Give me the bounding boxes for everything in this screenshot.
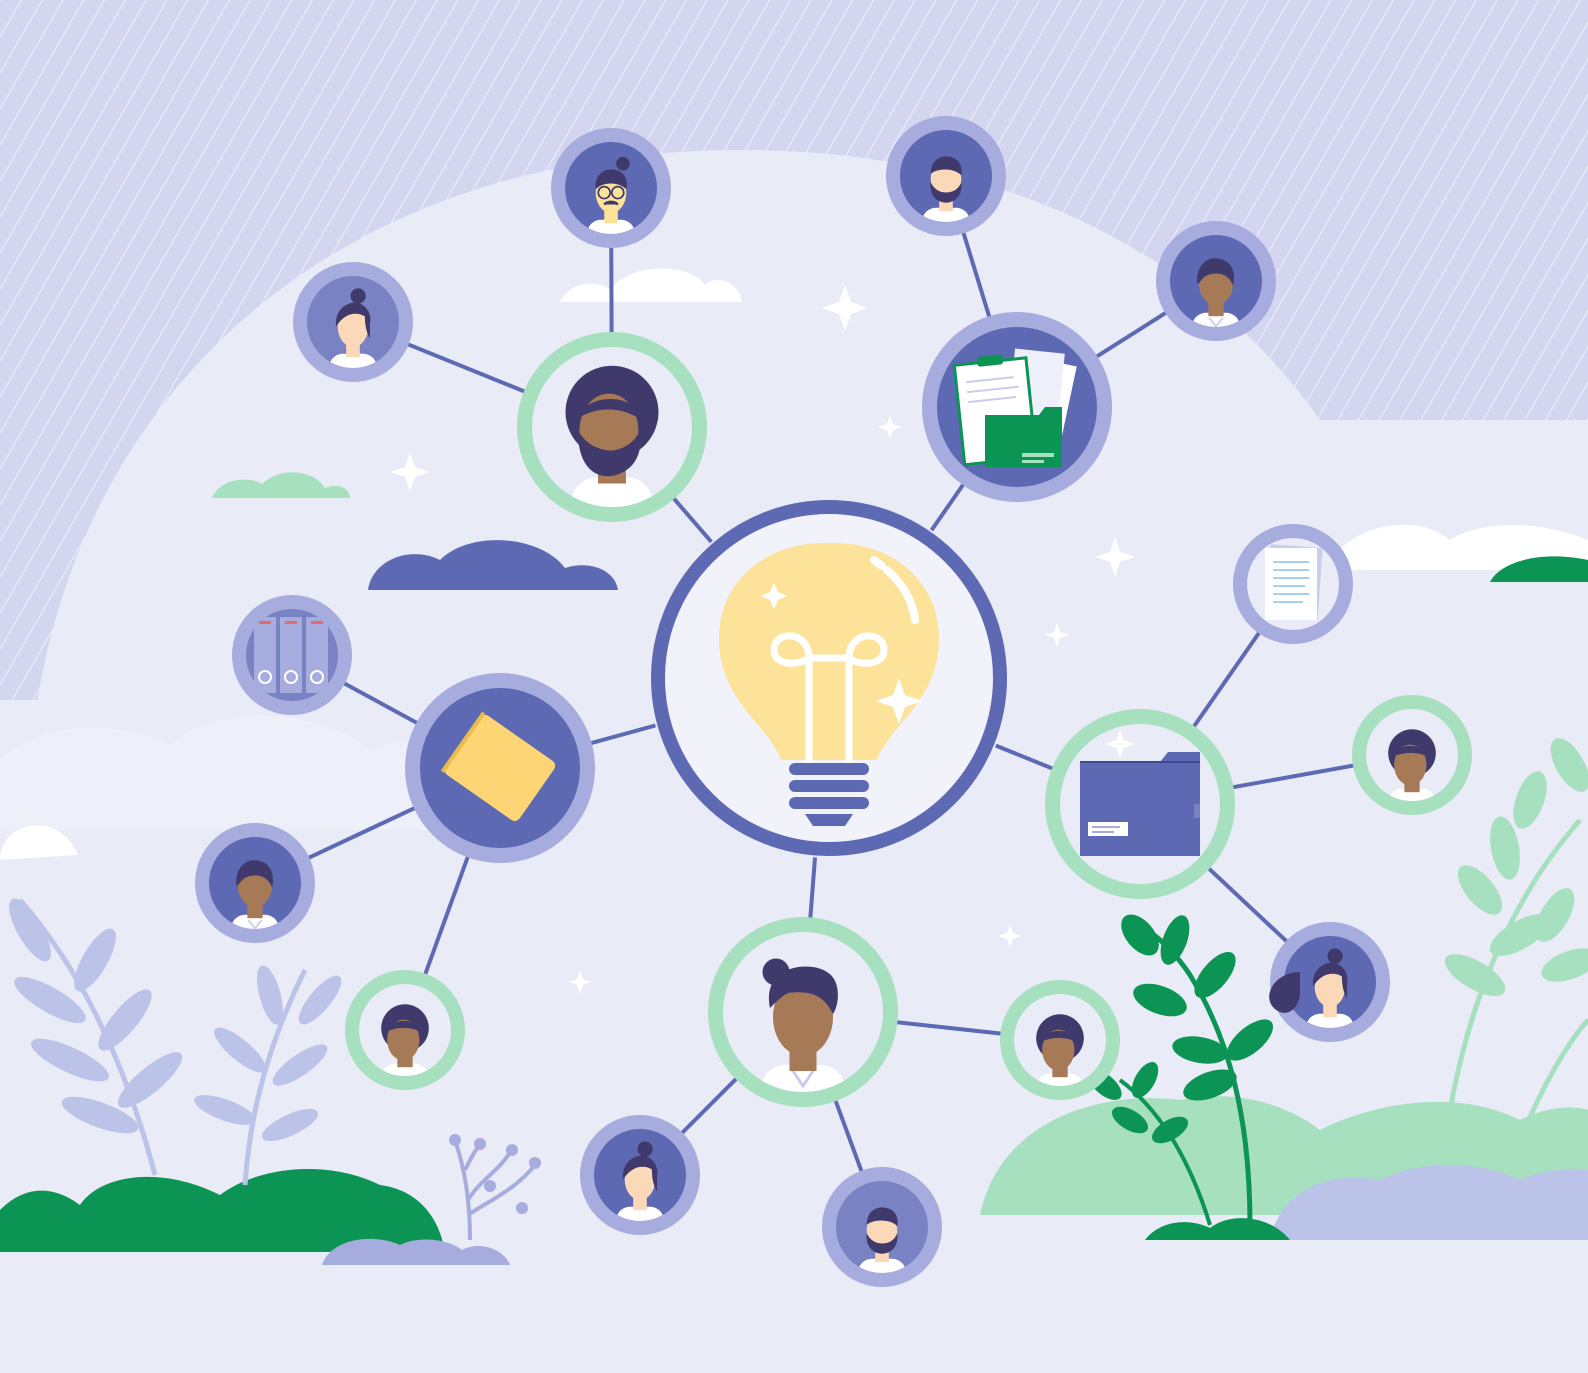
satellite-person-node [345, 970, 465, 1090]
purple-bush [322, 1238, 510, 1265]
satellite-person-node [1269, 922, 1390, 1042]
person-avatar-icon [761, 958, 845, 1092]
blue-folder-icon [1080, 752, 1200, 856]
white-cloud [560, 268, 742, 302]
hub-person-node [708, 917, 898, 1107]
documents-folder-icon [952, 348, 1077, 467]
light-bulb-icon [719, 543, 939, 826]
green-cloud [1490, 556, 1588, 582]
person-avatar-icon [565, 365, 659, 507]
satellite-document-node [1233, 524, 1353, 644]
satellite-binders-node [232, 595, 352, 715]
berry-plant [453, 1139, 537, 1241]
plant-right-dark [1088, 914, 1274, 1226]
satellite-nodes [195, 116, 1472, 1287]
hub-person-node [517, 332, 707, 522]
purple-cloud [368, 540, 618, 590]
white-cloud [0, 825, 78, 860]
satellite-person-node [293, 262, 413, 382]
binders-icon [254, 617, 328, 693]
sparkles [390, 285, 1135, 994]
satellite-person-node [1000, 980, 1120, 1100]
satellite-person-node [822, 1167, 942, 1287]
satellite-person-node [551, 128, 671, 248]
green-bush [1145, 1218, 1290, 1240]
berries [449, 1134, 541, 1214]
plant-right-light [1444, 738, 1588, 1141]
plant-left [9, 898, 342, 1186]
hub-blue-folder-node [1045, 709, 1235, 899]
central-node [649, 498, 1009, 858]
white-cloud [1330, 524, 1588, 570]
hub-documents-node [922, 312, 1112, 502]
yellow-folder-icon [440, 711, 556, 821]
satellite-person-node [886, 116, 1006, 236]
satellite-person-node [1352, 695, 1472, 815]
mist-cloud [0, 715, 500, 830]
satellite-person-node [195, 823, 315, 943]
satellite-person-node [1156, 221, 1276, 341]
document-icon [1265, 544, 1323, 620]
purple-hill [1270, 1165, 1588, 1240]
hub-yellow-folder-node [405, 673, 595, 863]
green-bush [0, 1168, 445, 1252]
green-cloud [212, 472, 350, 498]
satellite-person-node [580, 1115, 700, 1235]
